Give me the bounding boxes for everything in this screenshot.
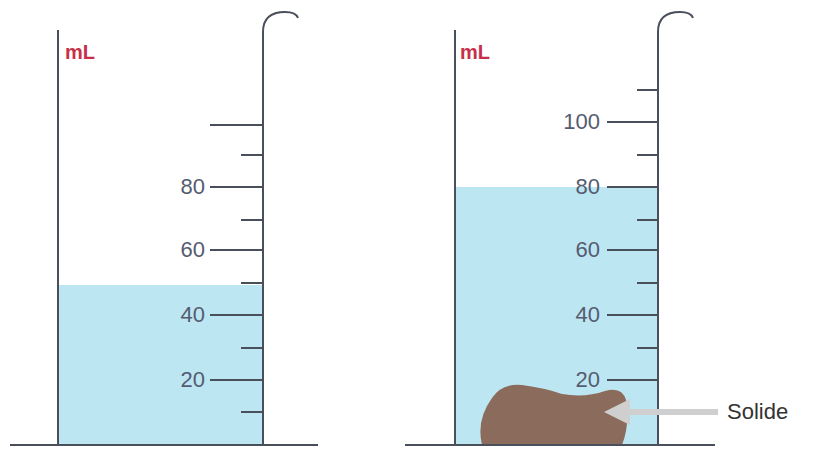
left-cylinder [10, 12, 318, 445]
scale-number: 40 [181, 304, 205, 326]
scale-number: 60 [576, 239, 600, 261]
scale-number: 100 [563, 111, 600, 133]
solid-object [480, 385, 627, 445]
pointer-arrowhead [604, 399, 630, 425]
pointer-arrow [628, 409, 718, 415]
scale-number: 20 [576, 369, 600, 391]
scale-number: 80 [576, 176, 600, 198]
scale-number: 20 [181, 369, 205, 391]
water [455, 187, 658, 445]
scale-number: 40 [576, 304, 600, 326]
right-cylinder [405, 12, 715, 445]
scale-number: 60 [181, 239, 205, 261]
unit-label: mL [65, 42, 95, 62]
water [58, 285, 263, 445]
scale-number: 80 [181, 176, 205, 198]
callout-label: Solide [727, 401, 788, 423]
unit-label: mL [460, 42, 490, 62]
